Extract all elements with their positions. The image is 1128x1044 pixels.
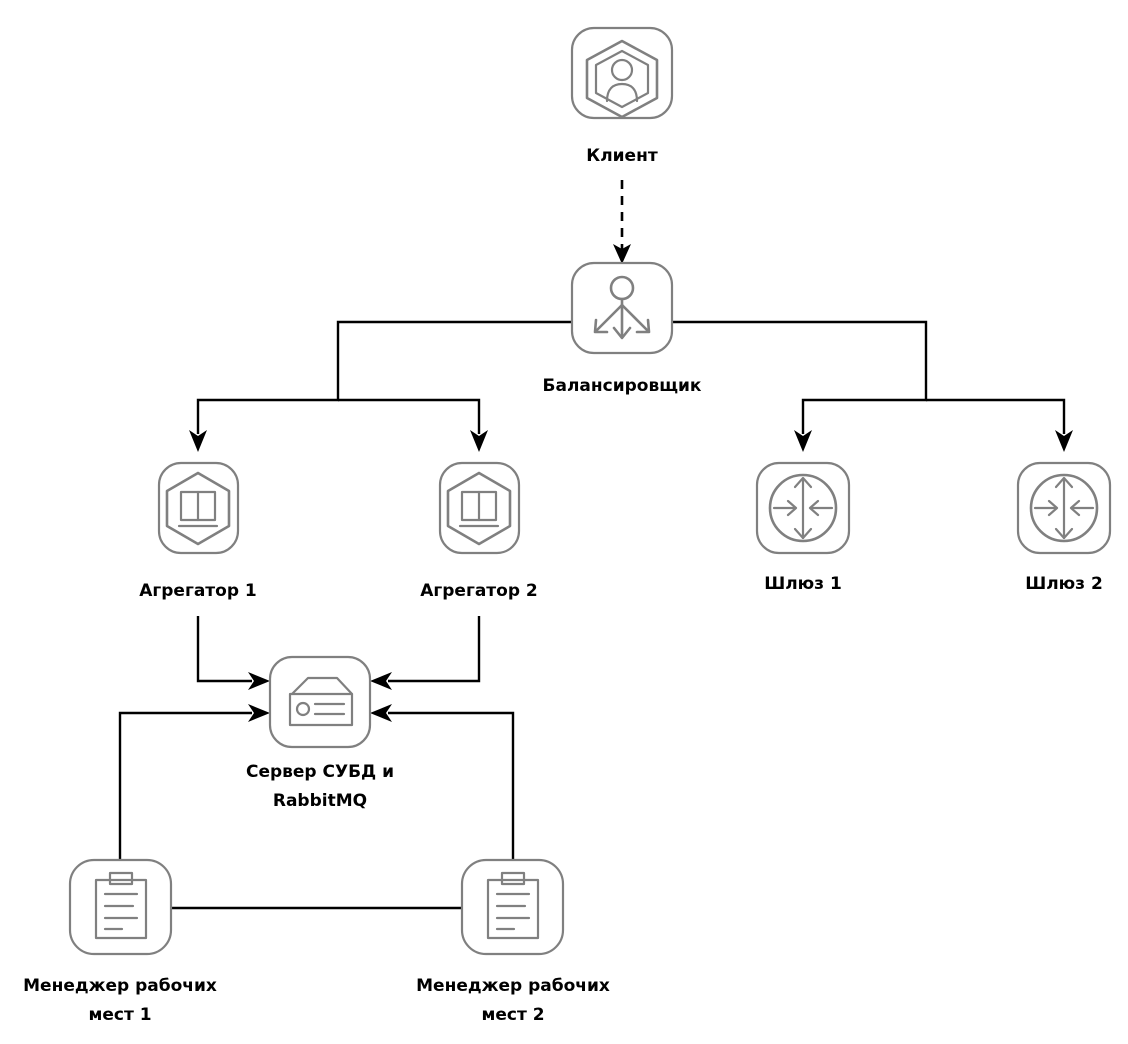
user-hexagon-icon: [585, 39, 659, 119]
database-server-icon: [288, 676, 354, 727]
arrowhead-icon: [794, 430, 812, 452]
dbserver-label-line1: Сервер СУБД и: [246, 762, 394, 782]
manager2-label-line1: Менеджер рабочих: [416, 976, 610, 996]
arrowhead-icon: [470, 430, 488, 452]
gateway1-label: Шлюз 1: [764, 574, 842, 594]
gateway2-label: Шлюз 2: [1025, 574, 1103, 594]
edge-balancer-to-gateway2[interactable]: [926, 398, 1073, 452]
node-manager2[interactable]: Менеджер рабочих мест 2: [416, 858, 610, 1025]
edge-aggregator2-to-dbserver[interactable]: [370, 616, 481, 690]
edge-balancer-to-aggregator2[interactable]: [338, 398, 488, 452]
router-gateway-icon: [768, 473, 838, 543]
clipboard-icon: [94, 871, 148, 940]
client-label: Клиент: [586, 146, 658, 166]
node-manager1[interactable]: Менеджер рабочих мест 1: [23, 858, 217, 1025]
aggregator2-label: Агрегатор 2: [420, 581, 538, 601]
node-aggregator1[interactable]: Агрегатор 1: [139, 461, 257, 601]
edge-balancer-to-aggregator1[interactable]: [189, 320, 572, 452]
arrowhead-icon: [189, 430, 207, 452]
edge-balancer-to-gateway1[interactable]: [672, 320, 928, 452]
arrowhead-icon: [370, 672, 392, 690]
clipboard-icon: [486, 871, 540, 940]
edges-layer: [118, 180, 1073, 910]
edge-client-to-balancer[interactable]: [613, 180, 631, 264]
node-balancer[interactable]: Балансировщик: [543, 261, 702, 396]
edge-manager2-to-dbserver[interactable]: [370, 704, 515, 860]
dbserver-label-line2: RabbitMQ: [273, 791, 367, 811]
node-gateway2[interactable]: Шлюз 2: [1016, 461, 1112, 594]
node-aggregator2[interactable]: Агрегатор 2: [420, 461, 538, 601]
node-client[interactable]: Клиент: [570, 26, 674, 166]
arrowhead-icon: [1055, 430, 1073, 452]
edge-aggregator1-to-dbserver[interactable]: [196, 616, 270, 690]
arrowhead-icon: [248, 704, 270, 722]
router-gateway-icon: [1029, 473, 1099, 543]
dbserver-box: [268, 655, 372, 749]
arrowhead-icon: [370, 704, 392, 722]
manager2-label-line2: мест 2: [481, 1005, 544, 1025]
edge-manager1-to-dbserver[interactable]: [118, 704, 270, 860]
aggregator-hexagon-icon: [165, 471, 231, 546]
aggregator-hexagon-icon: [446, 471, 512, 546]
node-dbserver[interactable]: Сервер СУБД и RabbitMQ: [246, 655, 394, 811]
aggregator1-label: Агрегатор 1: [139, 581, 257, 601]
arrowhead-icon: [248, 672, 270, 690]
load-balancer-icon: [593, 275, 651, 340]
balancer-label: Балансировщик: [543, 376, 702, 396]
arrowhead-icon: [613, 244, 631, 264]
manager1-label-line2: мест 1: [88, 1005, 151, 1025]
manager1-label-line1: Менеджер рабочих: [23, 976, 217, 996]
node-gateway1[interactable]: Шлюз 1: [755, 461, 851, 594]
